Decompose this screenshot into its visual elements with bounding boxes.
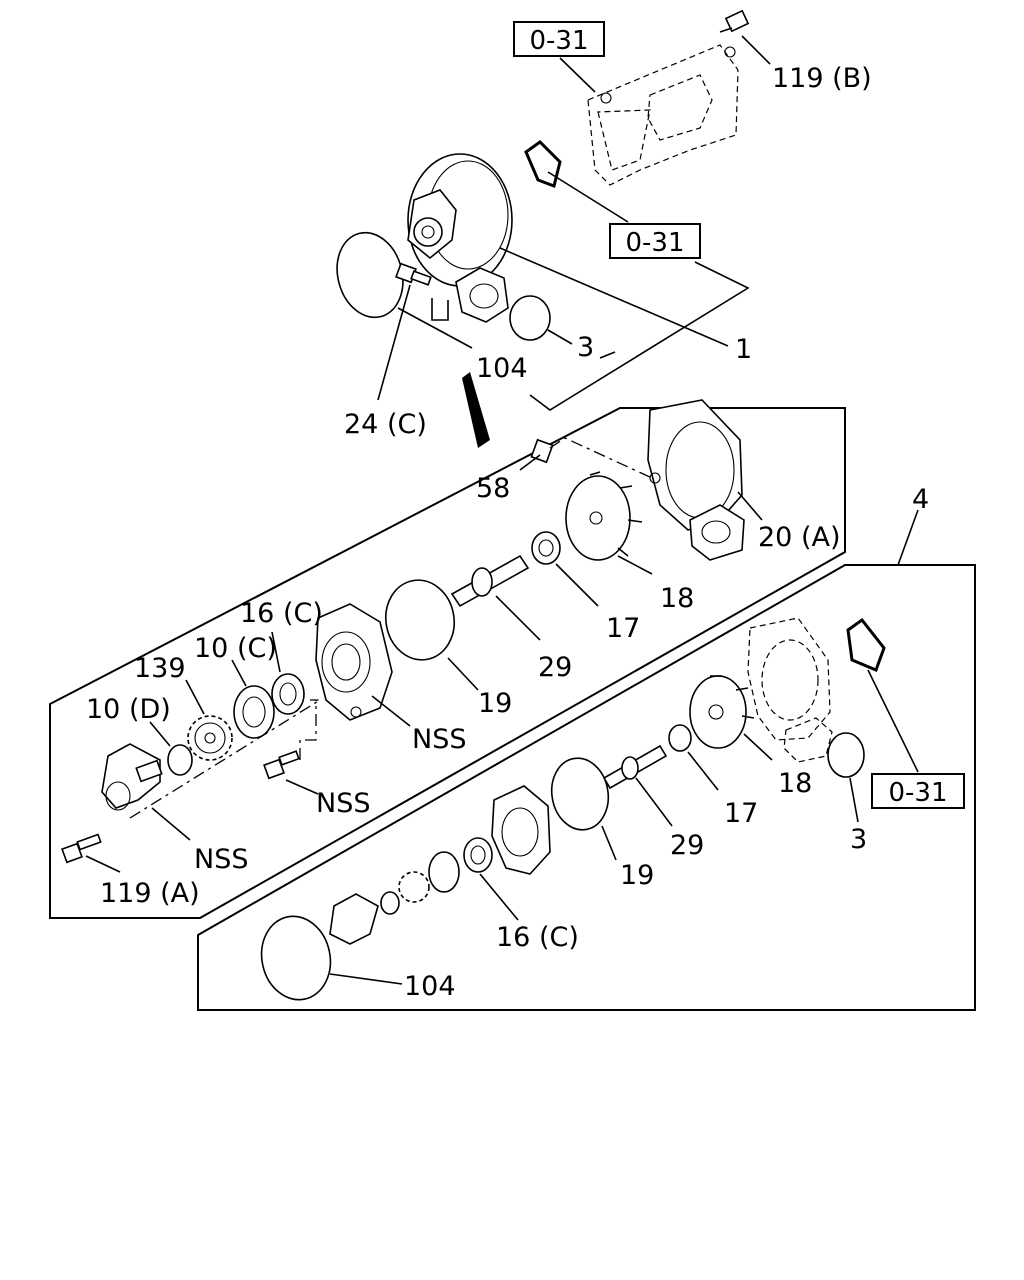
callout-18-a: 18 bbox=[660, 583, 694, 614]
gasket-top bbox=[524, 140, 562, 188]
kit-bearing bbox=[428, 851, 460, 893]
callout-10c: 10 (C) bbox=[194, 633, 277, 664]
top-assembly bbox=[336, 9, 750, 448]
callout-17-a: 17 bbox=[606, 613, 640, 644]
exploded-parts bbox=[61, 399, 745, 864]
pump-body bbox=[407, 153, 513, 323]
oring-3-right bbox=[827, 732, 865, 778]
callout-17-b: 17 bbox=[724, 798, 758, 829]
bearing-16c-a bbox=[271, 673, 305, 715]
oring-19-a bbox=[385, 579, 455, 661]
callout-4: 4 bbox=[912, 484, 929, 515]
seal-17-b bbox=[668, 724, 692, 752]
shaft-29-a bbox=[450, 554, 530, 608]
callout-3-top: 3 bbox=[577, 332, 594, 363]
kit-small-bearing bbox=[380, 891, 400, 915]
callout-104-top: 104 bbox=[476, 353, 528, 384]
oring-3-top bbox=[509, 295, 551, 341]
kit-gear bbox=[398, 871, 430, 903]
kit-bracket bbox=[329, 893, 379, 945]
oring-104-bottom bbox=[260, 915, 332, 1001]
kit-cover bbox=[491, 785, 551, 875]
callout-3-right: 3 bbox=[850, 824, 867, 855]
ref-label-right: 0-31 bbox=[888, 778, 947, 808]
callout-16c-b: 16 (C) bbox=[496, 922, 579, 953]
gasket-right bbox=[846, 617, 886, 672]
bolt-119b bbox=[719, 9, 750, 33]
callout-nss-bolt: NSS bbox=[316, 788, 370, 819]
callout-119a: 119 (A) bbox=[100, 878, 200, 909]
callout-20a: 20 (A) bbox=[758, 522, 840, 553]
bearing-16c-b bbox=[463, 837, 493, 873]
callout-19-b: 19 bbox=[620, 860, 654, 891]
callout-58: 58 bbox=[476, 473, 510, 504]
seal-17-a bbox=[531, 531, 561, 565]
bolt-24c bbox=[395, 262, 432, 286]
ref-label-top: 0-31 bbox=[529, 26, 588, 56]
oring-19-b bbox=[550, 757, 610, 831]
ref-label-mid: 0-31 bbox=[625, 228, 684, 258]
callout-nss-cover: NSS bbox=[412, 724, 466, 755]
gear-139 bbox=[187, 715, 233, 761]
bearing-10d bbox=[167, 744, 193, 776]
ref-box-right bbox=[871, 773, 965, 809]
housing-20a bbox=[647, 399, 745, 561]
bracket-nss bbox=[101, 743, 163, 811]
mating-housing-ghost bbox=[587, 44, 739, 186]
callout-16c-a: 16 (C) bbox=[240, 598, 323, 629]
callout-19-a: 19 bbox=[478, 688, 512, 719]
shaft-29-b bbox=[602, 744, 668, 790]
callout-10d: 10 (D) bbox=[86, 694, 171, 725]
callout-29-b: 29 bbox=[670, 830, 704, 861]
callout-1: 1 bbox=[735, 334, 752, 365]
ref-box-mid bbox=[609, 223, 701, 259]
callout-119b: 119 (B) bbox=[772, 63, 872, 94]
callout-nss-bracket: NSS bbox=[194, 844, 248, 875]
impeller-18-a bbox=[565, 471, 643, 561]
kit-housing-ghost bbox=[747, 617, 833, 763]
bolt-nss bbox=[263, 758, 285, 780]
callout-18-b: 18 bbox=[778, 768, 812, 799]
callout-24c: 24 (C) bbox=[344, 409, 427, 440]
kit-parts bbox=[260, 617, 886, 1001]
explode-arrow bbox=[462, 372, 490, 448]
impeller-18-b bbox=[689, 675, 755, 749]
callout-139: 139 bbox=[134, 653, 186, 684]
bearing-10c bbox=[233, 685, 275, 739]
callout-29-a: 29 bbox=[538, 652, 572, 683]
kit-4-box bbox=[197, 564, 976, 1011]
ref-box-top bbox=[513, 21, 605, 57]
callout-104-bottom: 104 bbox=[404, 971, 456, 1002]
cover-nss bbox=[315, 603, 393, 721]
exploded-parts-box bbox=[49, 407, 846, 919]
